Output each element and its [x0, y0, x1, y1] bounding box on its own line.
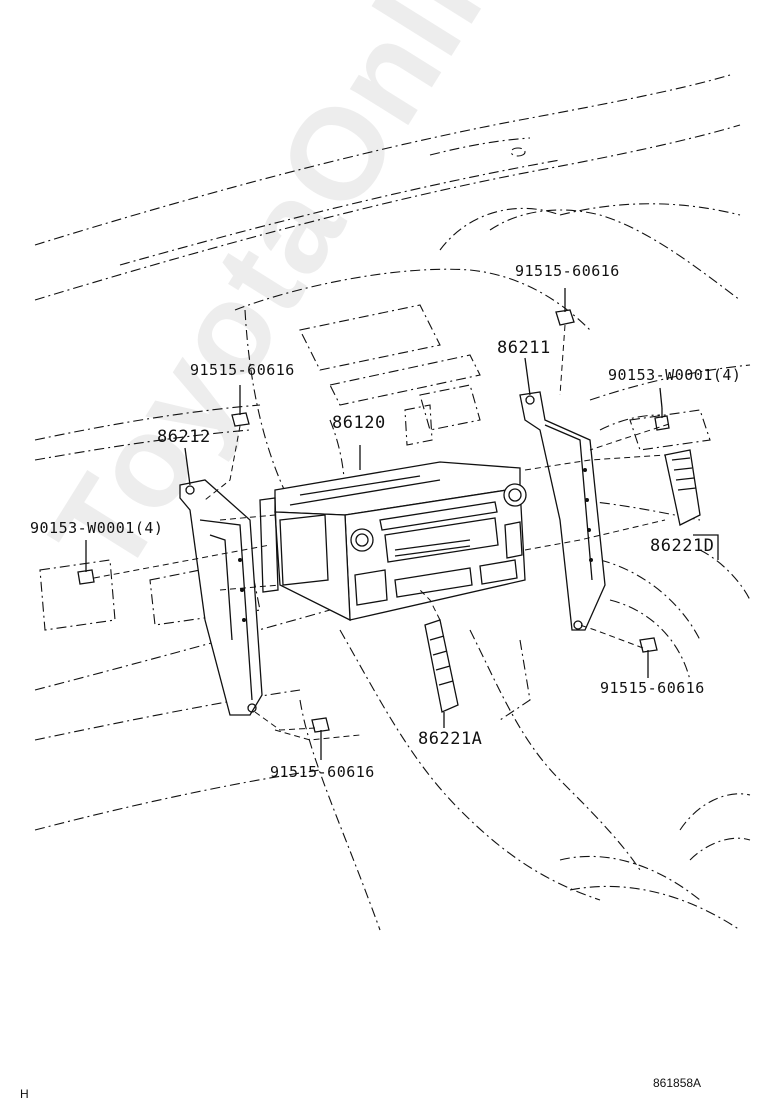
label-screw-right: 90153-W0001(4) — [608, 366, 742, 384]
label-pad-right: 86221D — [650, 536, 715, 556]
right-bracket-drawing — [519, 391, 606, 631]
figure-code: 861858A — [653, 1076, 702, 1090]
label-radio-unit: 86120 — [332, 413, 386, 433]
leader-lines — [85, 288, 719, 760]
label-bracket-right: 86211 — [497, 338, 551, 358]
label-bolt-top-left: 91515-60616 — [190, 361, 295, 379]
label-bolt-bottom-right: 91515-60616 — [600, 679, 705, 697]
label-bracket-left: 86212 — [157, 427, 211, 447]
label-screw-left: 90153-W0001(4) — [30, 519, 164, 537]
label-bolt-top-right: 91515-60616 — [515, 262, 620, 280]
label-bolt-bottom-left: 91515-60616 — [270, 763, 375, 781]
left-bracket-drawing — [179, 479, 263, 716]
corner-mark: H — [20, 1087, 29, 1101]
label-pad-center: 86221A — [418, 729, 483, 749]
pad-86221D-drawing — [664, 449, 701, 526]
pad-86221A-drawing — [424, 619, 459, 713]
radio-unit-drawing — [259, 461, 527, 622]
